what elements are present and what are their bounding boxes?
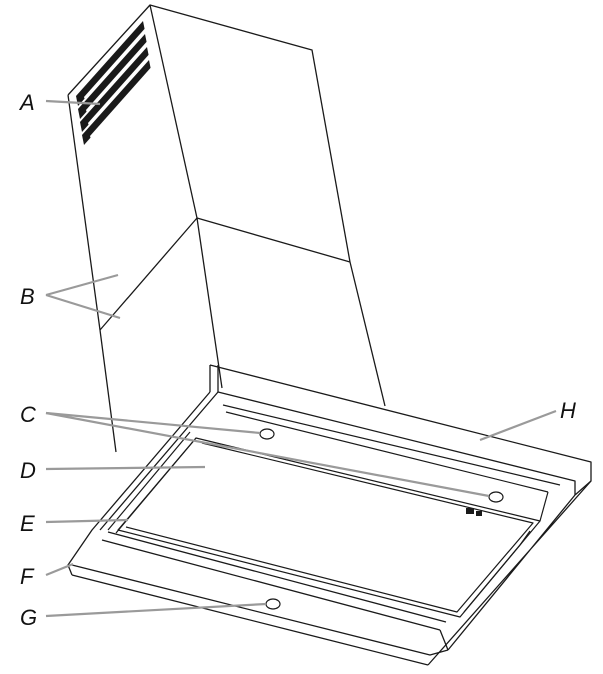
leader-c-left (45, 411, 261, 435)
leader-e (45, 518, 129, 524)
canopy-inner-rim (101, 531, 449, 651)
light-left (259, 428, 275, 440)
label-d: D (20, 458, 36, 483)
canopy (67, 364, 592, 666)
labels: A B C D E F G H (18, 90, 576, 630)
label-a: A (18, 90, 35, 115)
leader-a (45, 99, 101, 106)
label-c: C (20, 402, 36, 427)
canopy-lower-lip (71, 564, 449, 666)
label-g: G (20, 605, 37, 630)
vent-slot (82, 60, 151, 145)
vent-slot (90, 64, 155, 139)
leader-g (45, 602, 267, 618)
label-h: H (560, 398, 576, 423)
control-button (466, 508, 474, 514)
chimney-lower-section (99, 217, 386, 453)
vent-slot (80, 47, 149, 132)
chimney-section-joint (99, 217, 351, 331)
vent-slot (86, 38, 151, 113)
light-right (488, 491, 504, 503)
interior-panel (107, 404, 561, 618)
leader-d (45, 465, 206, 471)
vent-slot (88, 51, 153, 126)
leader-h (479, 409, 557, 442)
leader-b-upper (45, 273, 119, 297)
label-f: F (20, 564, 35, 589)
inner-top-rail (222, 404, 561, 493)
control-button (476, 511, 482, 516)
canopy-front-edge (427, 480, 592, 666)
lights (259, 428, 504, 610)
light-front (265, 598, 281, 610)
leader-lines (45, 99, 557, 618)
chimney (67, 4, 386, 453)
vent-slot (78, 34, 147, 119)
vent-slot (76, 21, 145, 106)
vent-slot (84, 25, 149, 100)
chimney-upper-section (67, 4, 351, 331)
side-rail-left (107, 431, 197, 534)
leader-f (45, 562, 74, 577)
canopy-top-frame (209, 364, 592, 496)
leader-c-right (45, 411, 490, 498)
control-indicators (466, 508, 482, 516)
side-rail-right (463, 491, 549, 613)
canopy-left-edge (67, 391, 219, 576)
filter-panel-inner (125, 442, 534, 613)
label-e: E (20, 511, 35, 536)
leader-b-lower (45, 293, 121, 320)
vent-grille (76, 21, 155, 145)
label-b: B (20, 284, 35, 309)
